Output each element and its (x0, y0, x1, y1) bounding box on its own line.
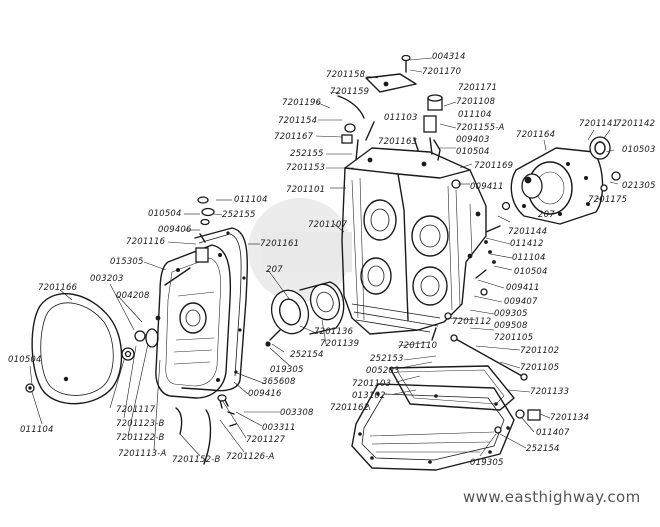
part-label-011104a: 011104 (458, 110, 492, 120)
right-fasteners (431, 225, 501, 341)
part-label-7201134: 7201134 (550, 413, 590, 423)
part-label-7201163: 7201163 (378, 137, 418, 147)
part-label-7201123b: 7201123-B (116, 419, 165, 429)
part-label-009416: 009416 (248, 389, 282, 399)
part-label-7201139: 7201139 (320, 339, 360, 349)
part-label-365608: 365608 (262, 377, 296, 387)
part-label-010504c: 010504 (514, 267, 548, 277)
part-label-009305: 009305 (494, 309, 528, 319)
cover-fasteners (25, 267, 191, 393)
rear-flange (501, 136, 621, 225)
part-label-7201141: 7201141 (579, 119, 619, 129)
part-label-7201142: 7201142 (616, 119, 656, 129)
part-label-7201166: 7201166 (38, 283, 78, 293)
part-label-7201159: 7201159 (330, 87, 370, 97)
part-label-7201105b: 7201105 (520, 363, 560, 373)
part-label-7201105a: 7201105 (494, 333, 534, 343)
part-label-004208: 004208 (116, 291, 150, 301)
part-label-011407: 011407 (536, 428, 570, 438)
part-label-7201122b: 7201122-B (116, 433, 165, 443)
part-label-010504b: 010504 (148, 209, 182, 219)
part-label-207b: 207 (266, 265, 283, 275)
seal-rings (265, 281, 345, 347)
part-label-7201127: 7201127 (246, 435, 286, 445)
part-label-7201113a: 7201113-A (118, 449, 167, 459)
part-label-011412: 011412 (510, 239, 544, 249)
part-label-7201116: 7201116 (126, 237, 166, 247)
part-label-252155b: 252155 (222, 210, 256, 220)
part-label-7201126a: 7201126-A (226, 452, 275, 462)
top-fittings (337, 54, 461, 189)
part-label-7201101: 7201101 (286, 185, 326, 195)
oil-pan-assembly (351, 365, 541, 471)
part-label-011104c: 011104 (512, 253, 546, 263)
part-label-7201136: 7201136 (314, 327, 354, 337)
part-label-252154a: 252154 (290, 350, 324, 360)
crankcase-end-cover (31, 292, 123, 405)
part-label-019305b: 019305 (470, 458, 504, 468)
part-label-252153: 252153 (370, 354, 404, 364)
part-label-7201108: 7201108 (456, 97, 496, 107)
part-label-207a: 207 (538, 210, 555, 220)
part-label-019305a: 019305 (270, 365, 304, 375)
part-label-7201158: 7201158 (326, 70, 366, 80)
part-label-7201154: 7201154 (278, 116, 318, 126)
part-label-7201161: 7201161 (260, 239, 300, 249)
part-label-7201112: 7201112 (452, 317, 492, 327)
part-label-7201196: 7201196 (282, 98, 322, 108)
part-label-010503: 010503 (622, 145, 656, 155)
part-label-7201175: 7201175 (588, 195, 628, 205)
part-label-7201155a: 7201155-A (456, 123, 505, 133)
part-label-010504d: 010504 (8, 355, 42, 365)
part-label-013102: 013102 (352, 391, 386, 401)
part-label-009406: 009406 (158, 225, 192, 235)
part-label-009508: 009508 (494, 321, 528, 331)
part-label-252155a: 252155 (290, 149, 324, 159)
part-label-7201162: 7201162 (330, 403, 370, 413)
part-label-009411b: 009411 (506, 283, 540, 293)
part-label-7201170: 7201170 (422, 67, 462, 77)
part-label-021305: 021305 (622, 181, 656, 191)
part-label-011104d: 011104 (20, 425, 54, 435)
part-label-009407: 009407 (504, 297, 538, 307)
part-label-011103: 011103 (384, 113, 418, 123)
part-label-252154b: 252154 (526, 444, 560, 454)
part-label-7201144: 7201144 (508, 227, 548, 237)
background-logo (248, 198, 352, 302)
side-gasket (181, 227, 248, 392)
crankcase-block (341, 147, 487, 335)
part-label-011104b: 011104 (234, 195, 268, 205)
part-label-010504a: 010504 (456, 147, 490, 157)
part-label-7201153: 7201153 (286, 163, 326, 173)
part-label-003311: 003311 (262, 423, 296, 433)
part-label-7201169: 7201169 (474, 161, 514, 171)
part-label-7201167: 7201167 (274, 132, 314, 142)
part-label-7201171: 7201171 (458, 83, 498, 93)
part-label-7201152b: 7201152-B (172, 455, 221, 465)
part-label-7201117: 7201117 (116, 405, 156, 415)
part-label-009403: 009403 (456, 135, 490, 145)
watermark-text: www.easthighway.com (463, 488, 641, 506)
part-label-009411a: 009411 (470, 182, 504, 192)
part-label-7201102: 7201102 (520, 346, 560, 356)
part-label-7201110: 7201110 (398, 341, 438, 351)
long-rod (450, 334, 528, 381)
part-label-7201103: 7201103 (352, 379, 392, 389)
part-label-7201107: 7201107 (308, 220, 348, 230)
part-label-003308: 003308 (280, 408, 314, 418)
part-label-005203: 005203 (366, 366, 400, 376)
part-label-004314: 004314 (432, 52, 466, 62)
timing-housing (155, 244, 232, 399)
oil-tubes (175, 394, 237, 465)
part-label-7201164: 7201164 (516, 130, 556, 140)
housing-washers (197, 196, 215, 243)
part-label-7201133: 7201133 (530, 387, 570, 397)
leader-lines (29, 57, 619, 457)
part-label-003203: 003203 (90, 274, 124, 284)
part-label-015305: 015305 (110, 257, 144, 267)
